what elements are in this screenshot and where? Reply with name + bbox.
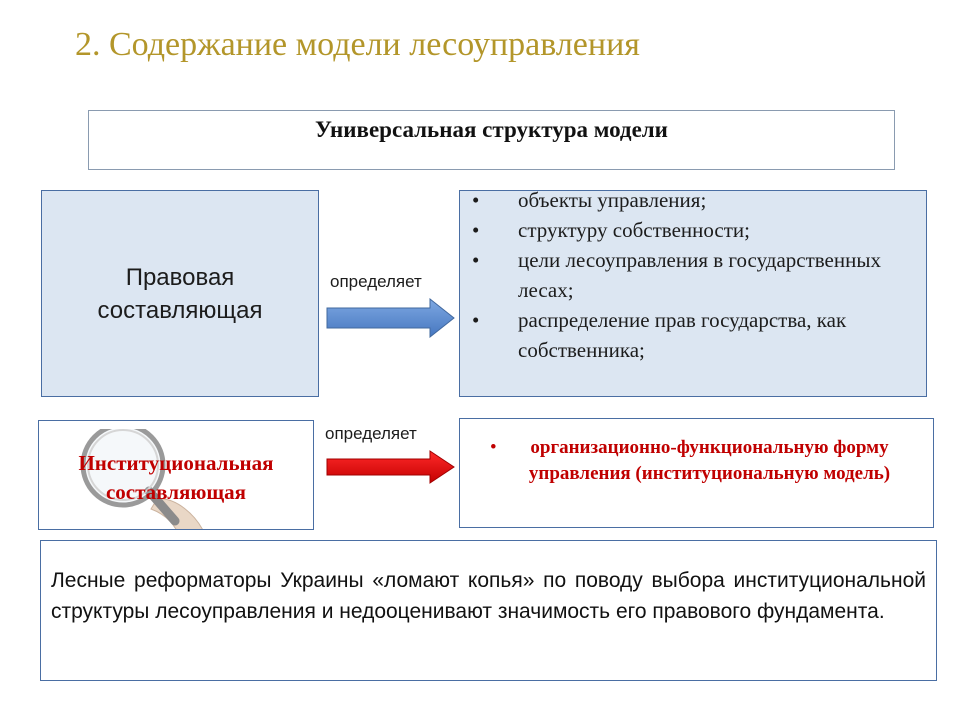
list-item: •цели лесоуправления в государственных л… (460, 245, 926, 305)
slide-title: 2. Содержание модели лесоуправления (75, 26, 640, 63)
defines-label-1: определяет (330, 272, 422, 291)
legal-label-line2: составляющая (97, 296, 263, 324)
bullet-icon: • (472, 308, 480, 332)
legal-label-line1: Правовая (125, 263, 235, 291)
right-arrow-icon (326, 450, 455, 484)
legal-component-label: Правовая составляющая (98, 261, 263, 327)
universal-structure-heading: Универсальная структура модели (315, 117, 668, 142)
legal-objects-list: •объекты управления; •структуру собствен… (460, 185, 926, 365)
institutional-component-label: Институциональная составляющая (39, 449, 313, 507)
right-arrow-icon (326, 298, 455, 338)
legal-objects-list-box: •объекты управления; •структуру собствен… (459, 188, 927, 397)
institutional-component-box: Институциональная составляющая (38, 420, 314, 530)
institutional-model-box: • организационно-функциональную форму уп… (459, 418, 934, 528)
conclusion-box: Лесные реформаторы Украины «ломают копья… (40, 540, 937, 681)
institutional-label-line2: составляющая (105, 480, 247, 504)
bullet-icon: • (472, 248, 480, 272)
bullet-icon: • (472, 218, 480, 242)
list-item: •структуру собственности; (460, 215, 926, 245)
universal-structure-box: Универсальная структура модели (88, 110, 895, 170)
defines-label-2: определяет (325, 424, 417, 443)
bullet-icon: • (490, 437, 497, 458)
institutional-label-line1: Институциональная (78, 451, 274, 475)
legal-component-box: Правовая составляющая (41, 190, 319, 397)
magnifying-glass-icon (80, 429, 203, 529)
conclusion-text: Лесные реформаторы Украины «ломают копья… (51, 569, 926, 623)
bullet-icon: • (472, 188, 480, 212)
list-item: •объекты управления; (460, 185, 926, 215)
list-item: •распределение прав государства, как соб… (460, 305, 926, 365)
institutional-model-text: организационно-функциональную форму упра… (528, 437, 891, 484)
